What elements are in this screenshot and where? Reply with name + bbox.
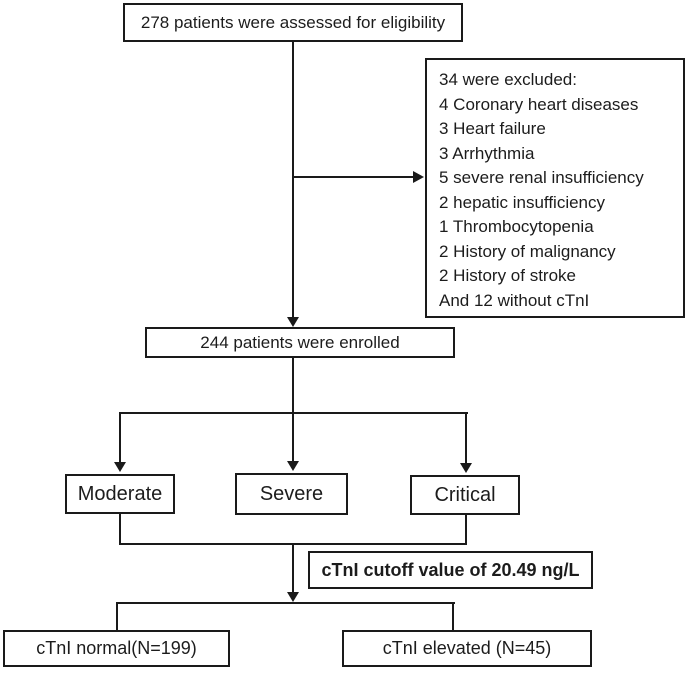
arrow-down-icon bbox=[287, 317, 299, 327]
connector-split-severe bbox=[292, 412, 294, 462]
connector-split-critical bbox=[465, 412, 467, 464]
arrow-right-icon bbox=[413, 171, 424, 183]
node-severe: Severe bbox=[235, 473, 348, 515]
connector-assessed-enrolled bbox=[292, 42, 294, 318]
node-enrolled-label: 244 patients were enrolled bbox=[200, 332, 400, 352]
node-ctni-elevated-label: cTnI elevated (N=45) bbox=[382, 638, 552, 658]
node-ctni-normal: cTnI normal(N=199) bbox=[3, 630, 230, 667]
excluded-line: And 12 without cTnI bbox=[439, 290, 590, 310]
connector-bottom-horizontal bbox=[116, 602, 455, 604]
excluded-line: 5 severe renal insufficiency bbox=[439, 168, 644, 187]
connector-split-moderate bbox=[119, 412, 121, 463]
excluded-line: 1 Thrombocytopenia bbox=[439, 217, 594, 236]
excluded-line: 34 were excluded: bbox=[439, 70, 577, 89]
connector-enrolled-split bbox=[292, 358, 294, 414]
arrow-down-icon bbox=[460, 463, 472, 473]
connector-critical-merge bbox=[465, 515, 467, 545]
connector-to-normal bbox=[116, 602, 118, 630]
node-severe-label: Severe bbox=[259, 482, 324, 505]
connector-to-elevated bbox=[452, 602, 454, 630]
node-assessed: 278 patients were assessed for eligibili… bbox=[123, 3, 463, 42]
node-moderate-label: Moderate bbox=[77, 482, 163, 505]
excluded-line: 2 History of stroke bbox=[439, 266, 576, 285]
connector-moderate-merge bbox=[119, 514, 121, 545]
arrow-down-icon bbox=[287, 592, 299, 602]
node-cutoff: cTnI cutoff value of 20.49 ng/L bbox=[308, 551, 593, 589]
node-critical: Critical bbox=[410, 475, 520, 515]
node-excluded: 34 were excluded: 4 Coronary heart disea… bbox=[425, 58, 685, 318]
node-ctni-normal-label: cTnI normal(N=199) bbox=[36, 638, 197, 658]
node-cutoff-label: cTnI cutoff value of 20.49 ng/L bbox=[321, 559, 580, 580]
excluded-line: 3 Heart failure bbox=[439, 119, 546, 138]
connector-to-excluded bbox=[292, 176, 415, 178]
arrow-down-icon bbox=[287, 461, 299, 471]
node-moderate: Moderate bbox=[65, 474, 175, 514]
node-assessed-label: 278 patients were assessed for eligibili… bbox=[140, 12, 446, 32]
connector-merge-bottom bbox=[292, 543, 294, 593]
excluded-line: 2 hepatic insufficiency bbox=[439, 192, 606, 212]
arrow-down-icon bbox=[114, 462, 126, 472]
node-critical-label: Critical bbox=[434, 483, 496, 506]
excluded-line: 2 History of malignancy bbox=[439, 241, 616, 261]
excluded-line: 4 Coronary heart diseases bbox=[439, 94, 639, 114]
excluded-line: 3 Arrhythmia bbox=[439, 143, 535, 163]
node-ctni-elevated: cTnI elevated (N=45) bbox=[342, 630, 592, 667]
node-enrolled: 244 patients were enrolled bbox=[145, 327, 455, 358]
